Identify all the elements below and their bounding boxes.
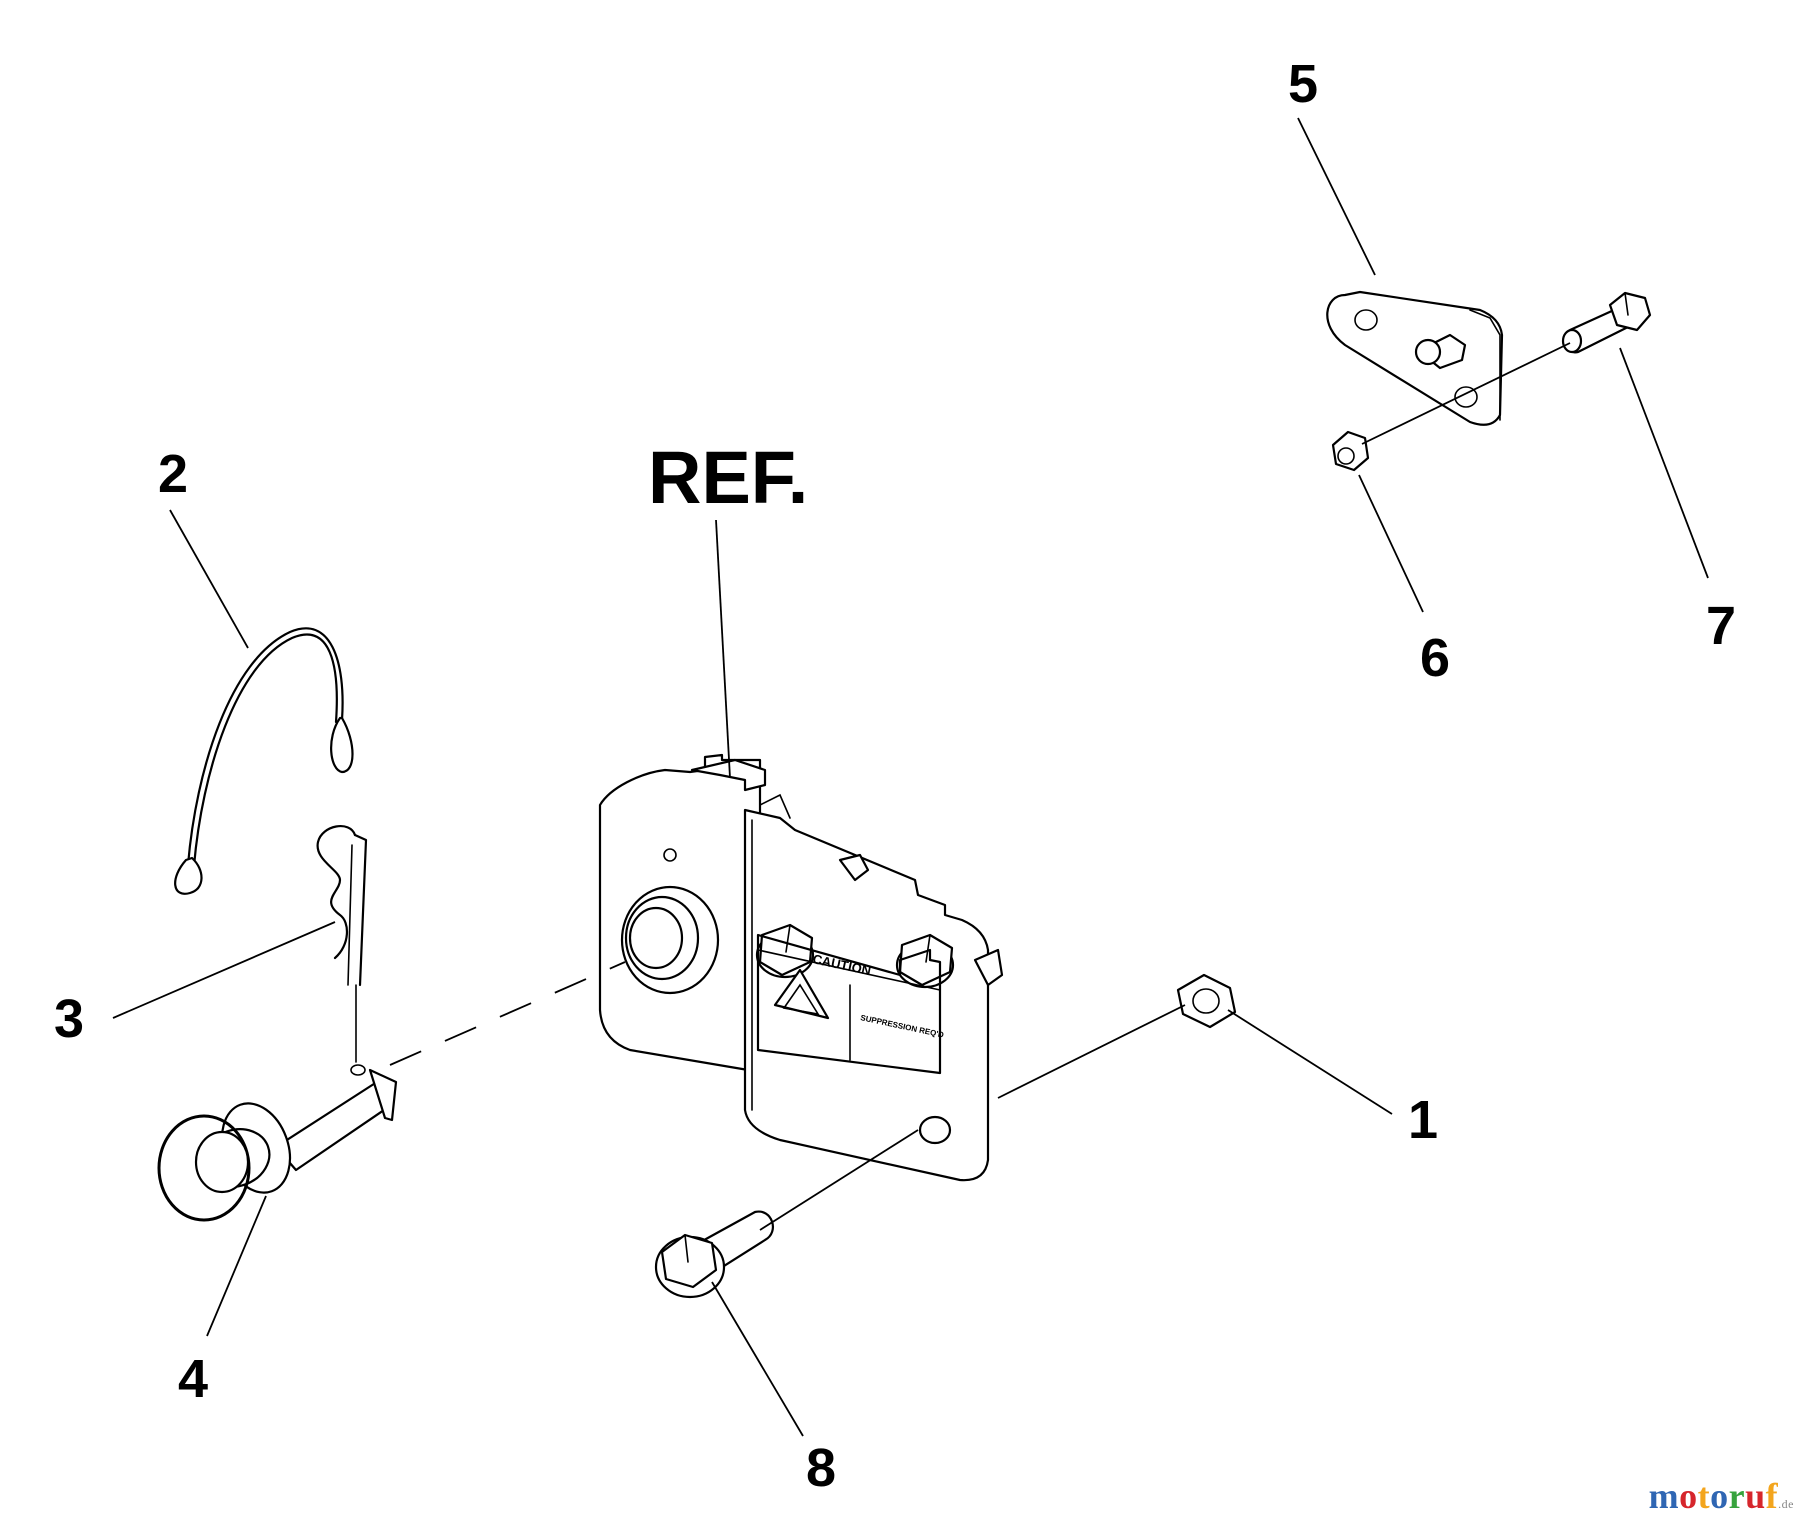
leader-lines	[112, 117, 1709, 1437]
hair-pin-clip	[316, 825, 368, 1063]
callout-1: 1	[1408, 1090, 1438, 1150]
carriage-bolt	[1561, 291, 1652, 354]
hex-nut	[1176, 973, 1237, 1029]
callout-5: 5	[1288, 54, 1318, 114]
callout-8: 8	[806, 1438, 836, 1498]
watermark-letter: r	[1728, 1476, 1746, 1516]
callout-3: 3	[54, 989, 84, 1049]
flange-bolt	[654, 1210, 774, 1299]
lanyard-cable	[174, 627, 354, 895]
watermark-letter: m	[1648, 1476, 1680, 1516]
reference-label: REF.	[648, 436, 808, 519]
watermark-letter: o	[1710, 1476, 1729, 1516]
watermark-suffix: .de	[1778, 1497, 1794, 1511]
callout-6: 6	[1420, 628, 1450, 688]
callout-7: 7	[1706, 596, 1736, 656]
reference-bracket: CAUTION SUPPRESSION REQ'D	[598, 753, 1004, 1182]
watermark-logo: motoruf.de	[1649, 1475, 1794, 1517]
callout-2: 2	[158, 444, 188, 504]
watermark-letter: t	[1697, 1476, 1711, 1516]
lock-nut	[1331, 430, 1370, 472]
mounting-plate	[1326, 290, 1504, 426]
watermark-letter: o	[1679, 1476, 1698, 1516]
assembly-lines	[389, 342, 1571, 1231]
watermark-letter: u	[1745, 1476, 1766, 1516]
quick-release-pin	[157, 1064, 398, 1222]
callout-4: 4	[178, 1349, 208, 1409]
bracket-bolt-lower	[895, 933, 955, 989]
watermark-letters: motoruf	[1649, 1476, 1779, 1516]
watermark-letter: f	[1765, 1476, 1779, 1516]
